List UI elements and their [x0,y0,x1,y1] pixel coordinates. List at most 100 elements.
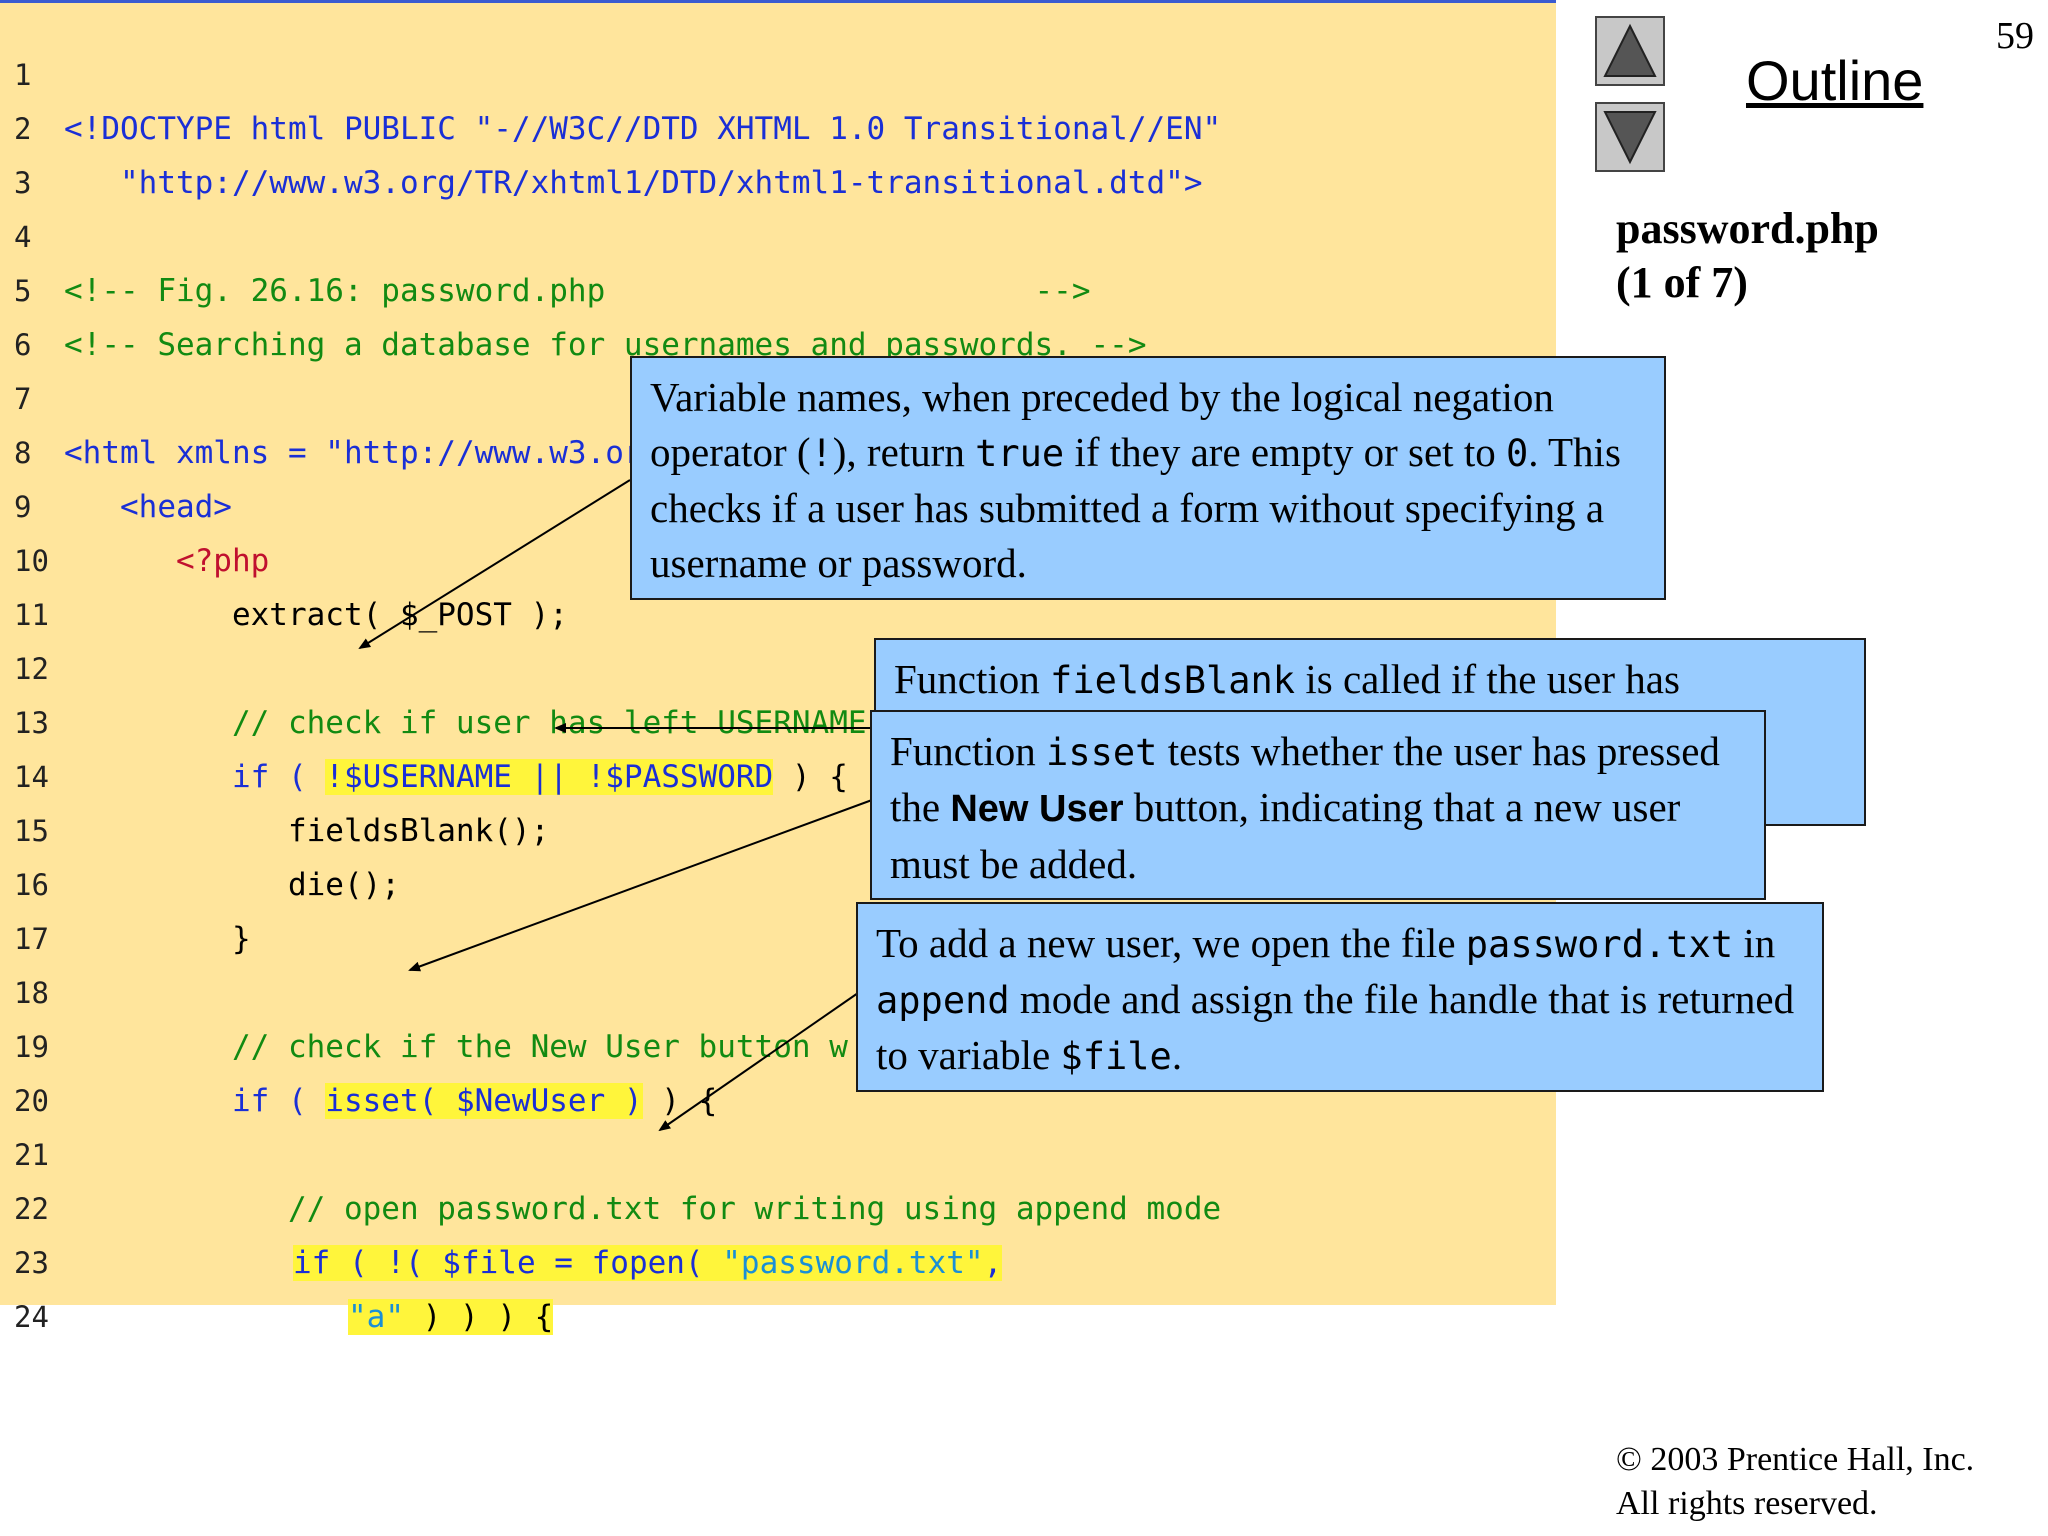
code-line-17: 17 [0,858,1556,956]
callout-text: To add a new user, we open the file [876,920,1466,966]
line-number: 20 [14,1084,49,1118]
highlighted-comma: , [983,1245,1003,1281]
page-number: 59 [1996,15,2034,57]
code-line-1: 1 <!DOCTYPE html PUBLIC "-//W3C//DTD XHT… [0,0,1556,147]
code-line-4: 4 <!-- Fig. 26.16: password.php --> [0,156,1556,309]
callout-text: . [1171,1032,1183,1078]
code-line-15: 15 die(); [0,750,1556,903]
highlighted-fopen: if ( !( $file = fopen( [293,1245,723,1281]
copyright-line-1: © 2003 Prentice Hall, Inc. [1616,1441,1975,1478]
outline-link[interactable]: Outline [1746,49,1924,112]
line-number: 4 [14,220,32,254]
line-number: 2 [14,112,32,146]
code-line-2: 2 "http://www.w3.org/TR/xhtml1/DTD/xhtml… [0,48,1556,201]
callout-text: . This checks if a user has submitted a … [650,429,1621,586]
line-number: 12 [14,652,49,686]
code-comment: <!-- Fig. 26.16: password.php --> [64,273,1091,309]
line-number: 22 [14,1192,49,1226]
line-number: 5 [14,274,32,308]
triangle-down-icon [1603,111,1657,165]
callout-code: fieldsBlank [1050,659,1296,702]
line-number: 21 [14,1138,49,1172]
line-number: 19 [14,1030,49,1064]
line-number: 15 [14,814,49,848]
file-part: (1 of 7) [1616,258,1748,307]
code-line-24: 24 [0,1236,1556,1334]
code-line-6: 6 [0,264,1556,362]
php-open-tag: <?php [64,543,270,579]
line-number: 23 [14,1246,49,1280]
callout-text: mode and assign the file handle that is … [876,976,1795,1078]
code-line-22: 22 if ( !( $file = fopen( "password.txt"… [0,1128,1556,1281]
code-line-20: 20 [0,1020,1556,1118]
line-number: 17 [14,922,49,956]
callout-code: append [876,979,1010,1022]
code-text: <head> [64,489,232,525]
callout-text: Function [890,728,1047,774]
highlighted-condition: !$USERNAME || !$PASSWORD [325,759,774,795]
callout-append-mode: To add a new user, we open the file pass… [856,902,1824,1092]
code-line-21: 21 // open password.txt for writing usin… [0,1074,1556,1227]
code-line-16: 16 } [0,804,1556,957]
triangle-up-icon [1603,23,1657,77]
file-caption: password.php (1 of 7) [1616,202,1879,310]
code-text: } [64,921,251,957]
code-text: if ( !$USERNAME || !$PASSWORD ) { [64,750,848,804]
next-slide-button[interactable] [1595,102,1665,172]
line-number: 10 [14,544,49,578]
callout-text: tests whether the user has pressed the [890,728,1720,830]
callout-code: true [975,432,1065,475]
code-text: die(); [64,867,400,903]
line-number: 11 [14,598,49,632]
previous-slide-button[interactable] [1595,16,1665,86]
line-number: 24 [14,1300,49,1334]
callout-code: $file [1060,1035,1172,1078]
line-number: 6 [14,328,32,362]
callout-code: password.txt [1465,923,1734,966]
code-text: "http://www.w3.org/TR/xhtml1/DTD/xhtml1-… [64,165,1203,201]
callout-text: button, indicating that a new user must … [890,784,1681,887]
callout-isset: Function isset tests whether the user ha… [870,710,1766,900]
code-line-8: 8 <head> [0,372,1556,525]
callout-code: 0 [1505,432,1529,475]
copyright-notice: © 2003 Prentice Hall, Inc. All rights re… [1616,1438,1974,1526]
code-line-5: 5 <!-- Searching a database for username… [0,210,1556,363]
callout-code: isset [1046,731,1158,774]
callout-text: if they are empty or set to [1064,429,1506,475]
highlighted-closing: ) ) ) { [404,1299,554,1335]
file-name: password.php [1616,204,1879,253]
highlighted-mode-string: "a" [348,1299,404,1335]
code-text: "a" ) ) ) { [348,1290,554,1344]
line-number: 9 [14,490,32,524]
callout-text: in [1733,920,1776,966]
callout-bold: New User [950,788,1124,830]
code-comment: // open password.txt for writing using a… [64,1191,1222,1227]
callout-text: is called if the user has [1295,656,1680,702]
callout-code: ! [810,432,833,475]
line-number: 13 [14,706,49,740]
copyright-line-2: All rights reserved. [1616,1485,1878,1522]
code-line-11: 11 [0,534,1556,632]
highlighted-filename-string: "password.txt" [722,1245,984,1281]
panel-top-border [0,0,1556,3]
code-line-3: 3 [0,102,1556,200]
code-line-13: 13 if ( !$USERNAME || !$PASSWORD ) { [0,642,1556,795]
line-number: 18 [14,976,49,1010]
highlighted-isset: isset( $NewUser ) [325,1083,643,1119]
code-text: if ( isset( $NewUser ) ) { [64,1074,717,1128]
if-keyword: if ( [64,759,326,795]
line-number: 14 [14,760,49,794]
callout-text: Function [894,656,1051,702]
html-tag-open: <html xmlns = [64,435,326,471]
line-number: 16 [14,868,49,902]
callout-negation-operator: Variable names, when preceded by the log… [630,356,1666,600]
line-number: 1 [14,58,32,92]
code-text: if ( !( $file = fopen( "password.txt", [293,1236,1003,1290]
code-line-19: 19 if ( isset( $NewUser ) ) { [0,966,1556,1119]
code-line-9: 9 <?php [0,426,1556,579]
code-text: ) { [773,759,848,795]
line-number: 8 [14,436,32,470]
callout-text: Variable names, when preceded by the log… [650,374,1554,475]
if-keyword: if ( [64,1083,326,1119]
line-number: 7 [14,382,32,416]
